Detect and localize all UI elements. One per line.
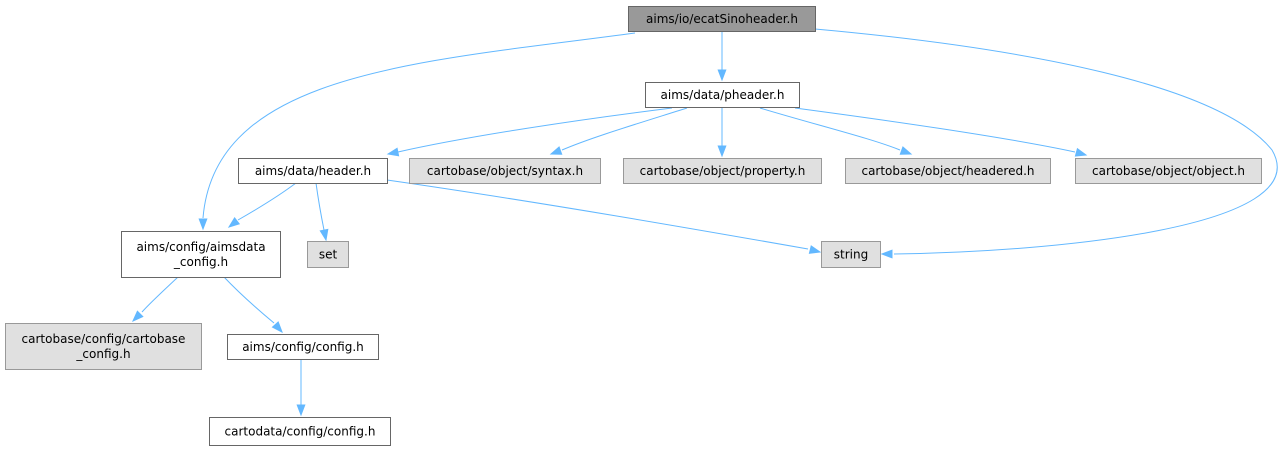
node-box [1075, 158, 1262, 184]
node-label: aims/config/config.h [242, 340, 364, 354]
node-label: _config.h [173, 255, 228, 269]
nodes-layer: aims/io/ecatSinoheader.h aims/data/pheade… [5, 6, 1262, 446]
node-aimsdata_config[interactable]: aims/config/aimsdata_config.h [121, 231, 281, 278]
edge-arrowhead [198, 218, 208, 231]
node-set: set [307, 241, 349, 268]
node-label: aims/data/header.h [255, 164, 371, 178]
node-pheader[interactable]: aims/data/pheader.h [645, 82, 800, 108]
edge-arrowhead [1074, 147, 1088, 157]
node-box [628, 6, 816, 32]
edge-pheader-to-property [717, 108, 727, 158]
node-cartodata_config[interactable]: cartodata/config/config.h [209, 417, 391, 446]
node-object: cartobase/object/object.h [1075, 158, 1262, 184]
node-box [238, 158, 388, 184]
edge-line [223, 276, 275, 324]
node-syntax: cartobase/object/syntax.h [409, 158, 601, 184]
node-box [227, 334, 379, 360]
edge-pheader-to-syntax [549, 107, 688, 155]
edge-arrowhead [386, 147, 400, 157]
edge-arrowhead [271, 321, 283, 334]
node-box [121, 231, 281, 278]
edge-aims_config-to-cartodata_config [296, 359, 306, 417]
edge-pheader-to-headered [759, 107, 913, 155]
edge-arrowhead [319, 228, 329, 242]
node-label: cartodata/config/config.h [225, 425, 376, 439]
node-box [623, 158, 822, 184]
edge-header-to-string [386, 179, 822, 254]
edge-arrowhead [717, 145, 727, 158]
node-label: _config.h [75, 347, 130, 361]
edge-aimsdata_config-to-cartobase_config [132, 276, 179, 322]
edge-line [814, 28, 1278, 255]
node-header[interactable]: aims/data/header.h [238, 158, 388, 184]
node-label: string [834, 248, 868, 262]
node-label: cartobase/object/syntax.h [427, 164, 583, 178]
node-property: cartobase/object/property.h [623, 158, 822, 184]
edge-arrowhead [899, 146, 913, 155]
edge-line [141, 276, 179, 313]
edges-layer [132, 28, 1278, 417]
edge-line [561, 107, 688, 151]
node-label: cartobase/object/headered.h [861, 164, 1034, 178]
node-label: aims/io/ecatSinoheader.h [646, 12, 798, 26]
edge-aimsdata_config-to-aims_config [223, 276, 283, 334]
edge-arrowhead [717, 69, 727, 82]
node-ecatSinoheader: aims/io/ecatSinoheader.h [628, 6, 816, 32]
edge-line [794, 107, 1076, 153]
edge-line [237, 182, 297, 221]
edge-arrowhead [296, 404, 306, 417]
node-box [5, 323, 202, 370]
node-string: string [821, 241, 881, 268]
edge-header-to-set [315, 182, 329, 242]
node-aims_config[interactable]: aims/config/config.h [227, 334, 379, 360]
node-box [307, 241, 349, 268]
edge-pheader-to-header [386, 107, 673, 157]
edge-pheader-to-object [794, 107, 1088, 157]
edge-arrowhead [808, 245, 822, 254]
edge-line [759, 107, 901, 151]
edge-ecatSinoheader-to-pheader [717, 31, 727, 82]
node-label: cartobase/object/object.h [1092, 164, 1245, 178]
node-label: cartobase/object/property.h [640, 164, 806, 178]
node-box [821, 241, 881, 268]
edge-line [202, 32, 636, 219]
edge-arrowhead [132, 310, 144, 322]
node-label: aims/config/aimsdata [136, 240, 265, 254]
node-box [209, 417, 391, 446]
node-label: cartobase/config/cartobase [22, 332, 186, 346]
edge-arrowhead [227, 217, 241, 228]
node-box [409, 158, 601, 184]
edge-header-to-aimsdata_config [227, 182, 297, 228]
edge-arrowhead [549, 146, 563, 155]
edge-line [315, 182, 325, 231]
edge-line [397, 107, 673, 153]
node-headered: cartobase/object/headered.h [845, 158, 1051, 184]
node-label: aims/data/pheader.h [661, 88, 785, 102]
edge-ecatSinoheader-to-string [814, 28, 1278, 259]
node-cartobase_config: cartobase/config/cartobase_config.h [5, 323, 202, 370]
node-box [645, 82, 800, 108]
node-label: set [319, 248, 338, 262]
edge-arrowhead [880, 249, 893, 259]
edge-ecatSinoheader-to-aimsdata_config [198, 32, 636, 231]
edge-line [386, 179, 809, 250]
node-box [845, 158, 1051, 184]
